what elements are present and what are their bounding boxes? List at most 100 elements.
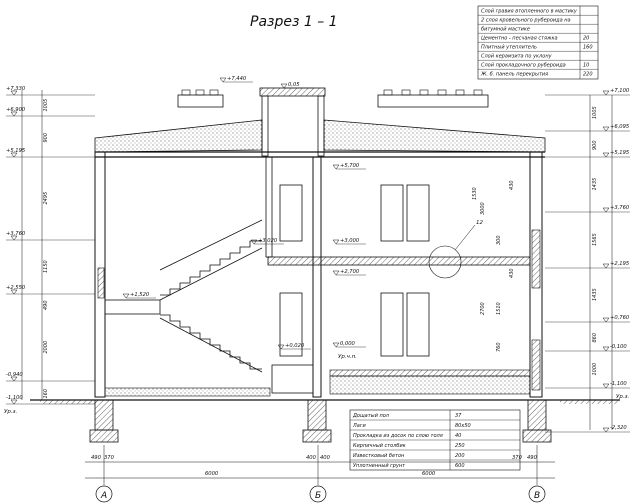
doors: [279, 184, 430, 357]
left-level-mark: -0,940: [6, 372, 23, 378]
detail-callout: 12: [428, 220, 483, 279]
bottom-dim-value: 490: [91, 455, 102, 461]
left-level-mark: +5,195: [6, 148, 26, 154]
right-level-mark: -0,100: [610, 344, 627, 350]
roof-layer-name: Плитный утеплитель: [481, 45, 537, 51]
roof-layer-value: 10: [583, 63, 589, 69]
inner-level-mark: +3,000: [340, 238, 360, 244]
left-dim-value: 1150: [43, 260, 49, 273]
right-dim-value: 860: [592, 333, 598, 343]
inner-level-mark: +3,020: [258, 238, 278, 244]
drawing-title: Разрез 1 – 1: [250, 14, 338, 30]
left-dim-value: 900: [43, 133, 49, 143]
inner-level-mark: +0,020: [285, 343, 305, 349]
roof-vents: [177, 89, 489, 108]
roof-layer-name: Слой керамзита по уклону: [481, 54, 553, 60]
inner-dim-value: 1510: [496, 302, 502, 315]
roof-layer-value: 20: [583, 36, 589, 42]
floor-layer-name: Дощатый пол: [352, 413, 390, 419]
right-level-mark: -2,320: [610, 425, 627, 431]
inner-dim-value: 300: [496, 235, 502, 245]
bottom-dim-value: 370: [104, 455, 115, 461]
roof-layer-name: Ж. б. панель перекрытия: [480, 72, 548, 78]
floor-layer-name: Прокладка из досок по слою толя: [353, 433, 443, 439]
inner-dim-value: 760: [496, 342, 502, 352]
right-level-mark: +2,195: [610, 261, 630, 267]
bottom-dim-value: 400: [306, 455, 317, 461]
bottom-dim-value: 370: [512, 455, 523, 461]
floor-level-label: Ур.ч.п.: [338, 354, 357, 360]
stairs: [159, 219, 263, 373]
left-level-mark: +2,550: [6, 285, 26, 291]
roof-layer-value: 160: [583, 45, 593, 51]
callout-number: 12: [476, 220, 483, 226]
inner-level-mark: +2,700: [340, 269, 360, 275]
foundations: [89, 399, 552, 443]
floor-layer-value: 40: [455, 433, 461, 439]
ground-floor-structure: [104, 364, 531, 397]
right-level-mark: +3,760: [610, 205, 630, 211]
left-dim-value: 2495: [43, 192, 49, 205]
left-dim-value: 160: [43, 389, 49, 399]
inner-level-mark: +5,700: [340, 163, 360, 169]
floor-slab: [104, 256, 531, 315]
inner-dim-value: 430: [509, 180, 515, 190]
floor-layer-value: 200: [455, 453, 465, 459]
inner-levels: +7,4400,05+5,700+3,020+3,000+2,700+1,520…: [122, 76, 366, 350]
floor-layer-value: 250: [455, 443, 465, 449]
right-dim-value: 1000: [592, 363, 598, 376]
right-dim-value: 1005: [592, 106, 598, 119]
left-level-mark: +6,900: [6, 107, 26, 113]
inner-dim-value: 2700: [480, 302, 486, 315]
axis-label: Б: [315, 491, 321, 501]
floor-layer-name: Известковый бетон: [353, 453, 405, 459]
left-dim-value: 490: [43, 300, 49, 310]
floor-layer-value: 80x50: [455, 423, 471, 429]
inner-level-mark: +1,520: [130, 292, 150, 298]
left-level-mark: -1,100: [6, 395, 23, 401]
floor-layer-name: Уплотненный грунт: [353, 463, 406, 469]
inner-level-mark: 0,05: [288, 82, 300, 88]
right-level-mark: +7,100: [610, 88, 630, 94]
axis-markers: А Б В: [95, 445, 546, 503]
left-dimensions: +7,330 +6,900 +5,195 +3,760 +2,550 -0,940 -1,1…: [6, 86, 95, 405]
roof-slab: [94, 119, 546, 158]
roof-layer-name: Цементно - песчаная стяжка: [481, 36, 558, 42]
right-dim-value: 1565: [592, 233, 598, 246]
floor-layer-value: 600: [455, 463, 465, 469]
inner-dim-value: 1530: [472, 187, 478, 200]
roof-layer-name: Слой гравия втопленного в мастику: [481, 9, 578, 15]
roof-layers-table: Слой гравия втопленного в мастику 2 слоя …: [477, 5, 599, 80]
inner-level-mark: 0,000: [340, 341, 356, 347]
right-level-mark: -1,100: [610, 381, 627, 387]
floor-layer-value: 37: [455, 413, 462, 419]
right-level-mark: +5,195: [610, 150, 630, 156]
right-level-mark: +0,760: [610, 315, 630, 321]
roof-layer-name: 2 слоя кровельного рубероида на: [481, 18, 571, 24]
right-dim-value: 1435: [592, 178, 598, 191]
right-level-mark: +6,095: [610, 124, 630, 130]
left-level-mark: +7,330: [6, 86, 26, 92]
bottom-dim-value: 490: [527, 455, 538, 461]
roof-layer-name: Слой прокладочного рубероида: [481, 63, 566, 69]
span-dim-value: 6000: [205, 471, 219, 477]
right-dim-value: 1435: [592, 288, 598, 301]
stair-tower-roof: [259, 87, 326, 157]
ground-level-label-left: Ур.з.: [4, 409, 18, 415]
left-dim-value: 2000: [43, 341, 49, 354]
right-dim-value: 900: [592, 140, 598, 150]
axis-label: В: [534, 491, 540, 501]
left-level-mark: +3,760: [6, 231, 26, 237]
bottom-dim-value: 400: [320, 455, 331, 461]
roof-layer-value: 220: [583, 72, 593, 78]
axis-label: А: [100, 491, 107, 501]
floor-layer-name: Кирпичный столбик: [353, 443, 406, 449]
right-dimensions: +7,100 +6,095 +5,195 +3,760 +2,195 +0,760 -0,1…: [545, 88, 630, 433]
ground-level-label-right: Ур.з.: [616, 394, 630, 400]
left-dim-value: 1005: [43, 99, 49, 112]
inner-dim-value: 3000: [480, 202, 486, 215]
